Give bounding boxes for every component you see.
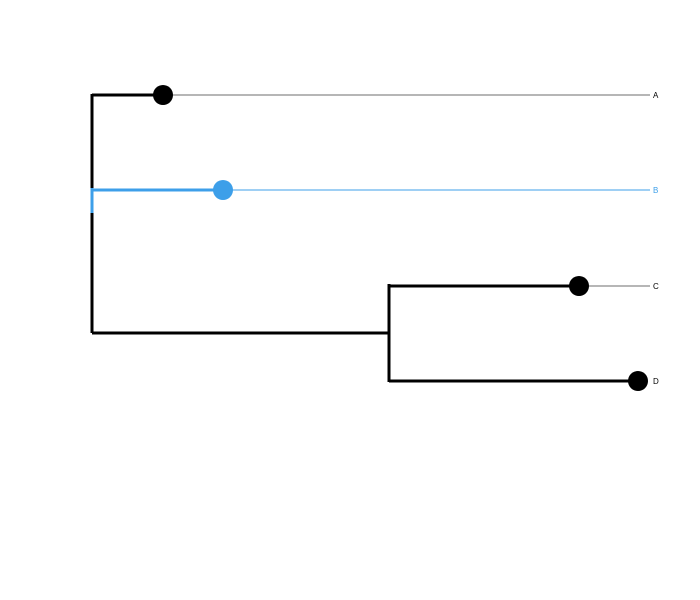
tip-label-d: D: [653, 377, 659, 386]
tip-node-a[interactable]: [153, 85, 173, 105]
tip-node-b[interactable]: [213, 180, 233, 200]
tip-node-d[interactable]: [628, 371, 648, 391]
tip-label-c: C: [653, 282, 659, 291]
tip-label-b: B: [653, 186, 658, 195]
tip-label-a: A: [653, 91, 659, 100]
tip-group-b[interactable]: B: [92, 180, 658, 200]
tip-node-c[interactable]: [569, 276, 589, 296]
tip-group-c[interactable]: C: [389, 276, 659, 296]
tip-group-d[interactable]: D: [389, 371, 659, 391]
tip-group-a[interactable]: A: [92, 85, 659, 105]
